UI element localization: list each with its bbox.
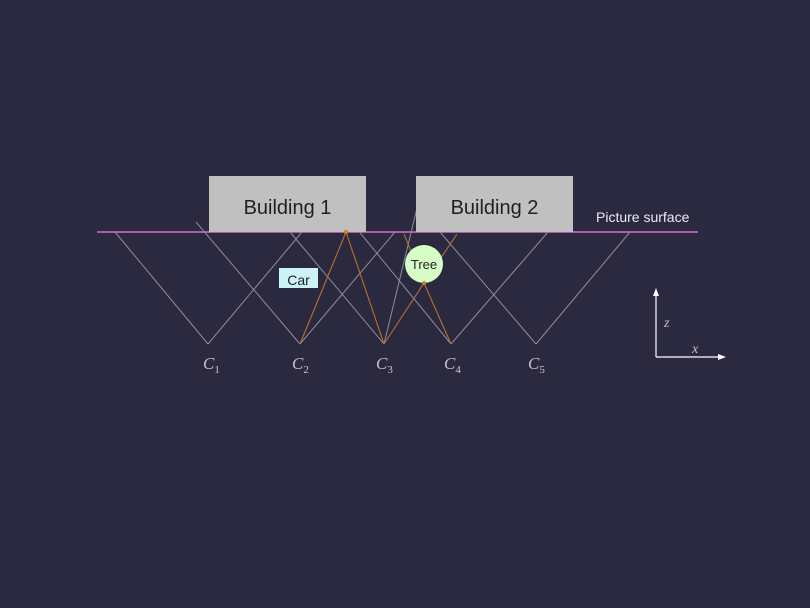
view-line-c5-left (439, 231, 537, 345)
x-axis-label: x (691, 342, 699, 357)
tree: Tree (405, 245, 443, 285)
view-line-c4-left (347, 217, 452, 345)
z-axis-arrowhead (653, 288, 659, 296)
building-2-box (416, 176, 573, 232)
camera-label-c1: C1 (203, 354, 220, 376)
view-line-c4-right (450, 231, 549, 345)
tree-label: Tree (411, 257, 437, 272)
view-line-c5-right (535, 231, 631, 345)
z-axis-label: z (663, 316, 670, 331)
camera-labels: C1 C2 C3 C4 C5 (203, 354, 545, 376)
view-line-c3-left (289, 231, 385, 345)
view-line-c1-right (207, 231, 303, 345)
camera-label-c3: C3 (376, 354, 393, 376)
building-2: Building 2 (416, 176, 573, 232)
ray-c3-to-building-point (345, 231, 385, 345)
camera-view-lines (114, 203, 631, 345)
building-2-label: Building 2 (451, 197, 539, 219)
ray-c2-to-building-point (299, 231, 347, 345)
car: Car (279, 268, 318, 288)
view-line-c2-left (195, 221, 301, 345)
building-1: Building 1 (209, 176, 366, 232)
view-line-c1-left (114, 231, 209, 345)
tree-ray-point (422, 281, 426, 285)
camera-label-c2: C2 (292, 354, 309, 376)
building-1-box (209, 176, 366, 232)
car-box (279, 268, 318, 288)
building-1-label: Building 1 (244, 197, 332, 219)
picture-surface-label: Picture surface (596, 209, 690, 225)
car-label: Car (287, 272, 310, 288)
view-line-c2-right (299, 231, 396, 345)
camera-label-c4: C4 (444, 354, 461, 376)
axes (653, 288, 726, 360)
ray-c4-to-tree (423, 282, 452, 345)
x-axis-arrowhead (718, 354, 726, 360)
tree-circle (405, 245, 443, 283)
ray-c3-to-tree (383, 282, 425, 345)
camera-label-c5: C5 (528, 354, 545, 376)
view-line-c3-right (383, 203, 419, 345)
building-ray-point (344, 230, 348, 234)
